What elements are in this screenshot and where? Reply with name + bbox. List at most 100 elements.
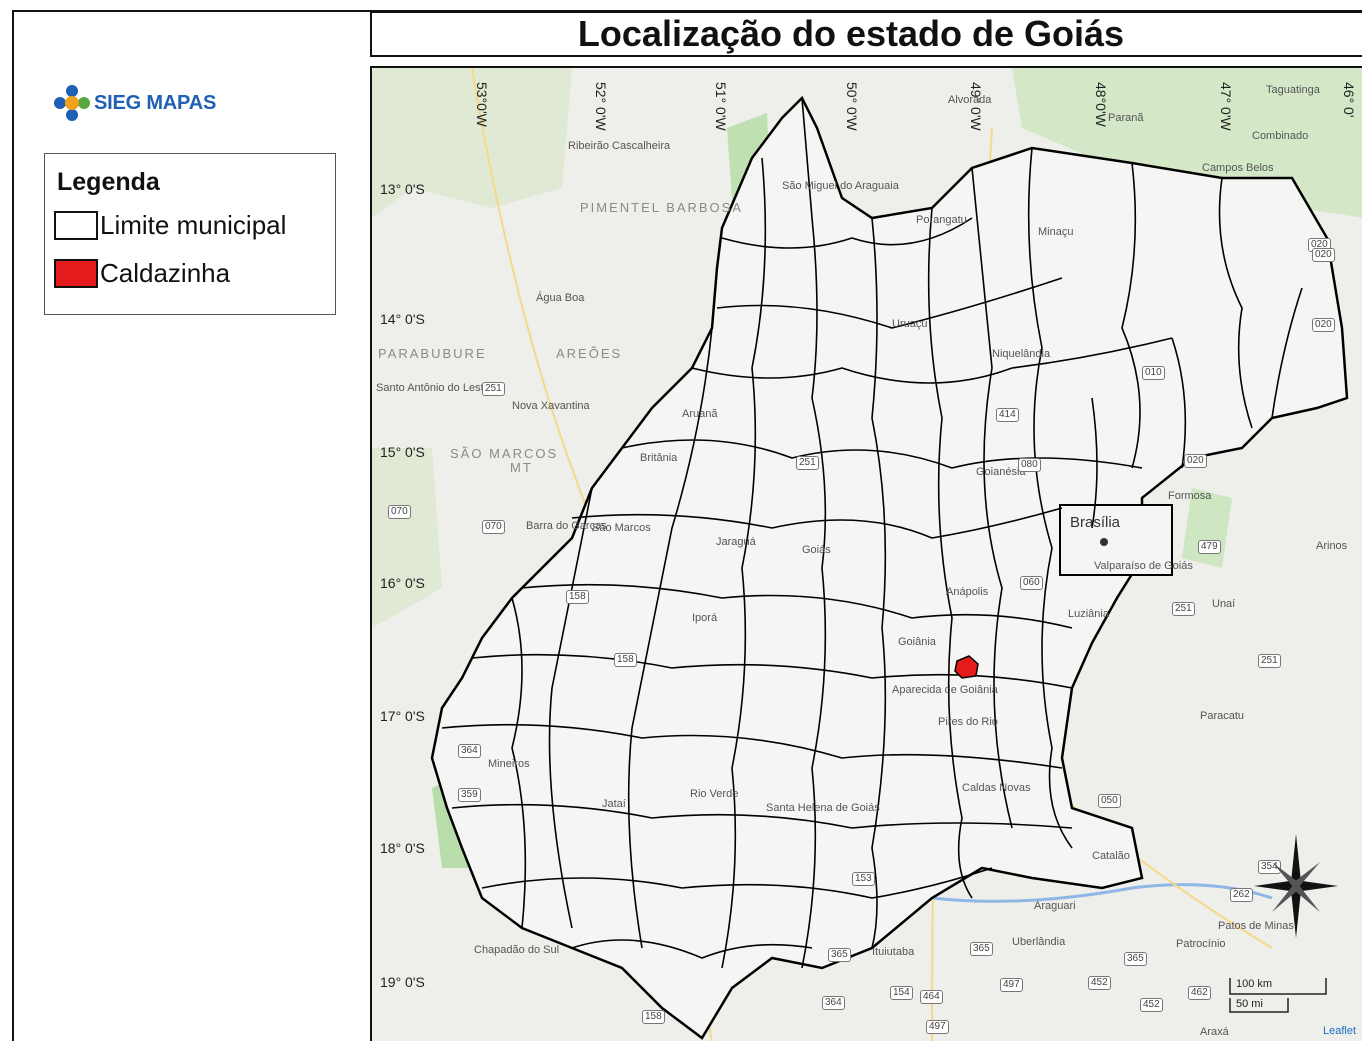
lat-label-17: 17° 0'S (380, 708, 425, 724)
road-shield: 154 (890, 986, 913, 1000)
lat-label-14: 14° 0'S (380, 311, 425, 327)
road-shield: 365 (1124, 952, 1147, 966)
place-label: Niquelândia (992, 348, 1051, 360)
lon-label-46: 46° 0' (1341, 82, 1357, 118)
road-shield: 010 (1142, 366, 1165, 380)
road-shield: 354 (1258, 860, 1281, 874)
road-shield: 251 (1258, 654, 1281, 668)
municipal-boundaries[interactable] (441, 97, 1303, 969)
map-panel[interactable]: 13° 0'S 14° 0'S 15° 0'S 16° 0'S 17° 0'S … (370, 66, 1362, 1041)
legend-swatch-caldazinha (54, 259, 98, 288)
road-shield: 251 (482, 382, 505, 396)
place-label: Santa Helena de Goiás (766, 802, 880, 814)
place-label: Minaçu (1038, 226, 1074, 238)
map-canvas[interactable] (372, 68, 1362, 1041)
green-area (372, 68, 572, 218)
road-shield: 020 (1312, 248, 1335, 262)
road-shield: 359 (458, 788, 481, 802)
sieg-logo: SIEG MAPAS (52, 83, 216, 123)
road-shield: 262 (1230, 888, 1253, 902)
place-label: Anápolis (946, 586, 989, 598)
lon-label-50: 50° 0'W (844, 82, 860, 131)
legend-item-limite: Limite municipal (54, 210, 286, 241)
place-label: São Miguel do Araguaia (782, 180, 899, 192)
place-label: Paranã (1108, 112, 1144, 124)
road-shield: 050 (1098, 794, 1121, 808)
road-shield: 080 (1018, 458, 1041, 472)
road-shield: 070 (388, 505, 411, 519)
place-label: Taguatinga (1266, 84, 1320, 96)
place-label: Aruanã (682, 408, 718, 420)
region-label: SÃO MARCOS (450, 446, 559, 461)
brasilia-marker (1100, 538, 1108, 546)
place-label: Jataí (602, 798, 626, 810)
road-shield: 452 (1140, 998, 1163, 1012)
legend-label-limite: Limite municipal (100, 210, 287, 240)
place-label: Mineiros (488, 758, 530, 770)
road-shield: 364 (458, 744, 481, 758)
place-label: Ribeirão Cascalheira (568, 140, 671, 152)
place-label: Água Boa (536, 292, 585, 304)
legend-item-caldazinha: Caldazinha (54, 258, 230, 289)
scale-km-label: 100 km (1236, 978, 1273, 990)
road-shield: 464 (920, 990, 943, 1004)
place-label: Ituiutaba (872, 946, 915, 958)
road-shield: 070 (482, 520, 505, 534)
caldazinha-highlight[interactable] (954, 655, 979, 679)
legend-title: Legenda (57, 168, 160, 196)
road-shield: 251 (796, 456, 819, 470)
place-label: Aparecida de Goiânia (892, 684, 998, 696)
place-label: Formosa (1168, 490, 1212, 502)
place-label: Caldas Novas (962, 782, 1031, 794)
place-label: Goiânia (898, 636, 936, 648)
road-shield: 364 (822, 996, 845, 1010)
road-shield: 497 (1000, 978, 1023, 992)
place-label: Valparaíso de Goiás (1094, 560, 1193, 572)
place-label: Santo Antônio do Leste (376, 382, 490, 394)
place-label: Uruaçu (892, 318, 928, 330)
lat-label-18: 18° 0'S (380, 840, 425, 856)
place-label: Britânia (640, 452, 678, 464)
logo-text: SIEG MAPAS (94, 91, 217, 114)
road-shield: 153 (852, 872, 875, 886)
place-label: Goiás (802, 544, 831, 556)
road-shield: 452 (1088, 976, 1111, 990)
map-scale: 100 km 50 mi (1228, 972, 1328, 1022)
road-shield: 158 (642, 1010, 665, 1024)
place-label: Goianésia (976, 466, 1026, 478)
road-shield: 365 (970, 942, 993, 956)
legend-label-caldazinha: Caldazinha (100, 258, 231, 288)
legend: Legenda Limite municipal Caldazinha (44, 153, 336, 315)
region-label: PARABUBURE (378, 346, 487, 361)
place-label: Araguari (1034, 900, 1076, 912)
distrito-federal-outline[interactable] (1059, 504, 1173, 576)
place-label: Pires do Rio (938, 716, 998, 728)
region-label: PIMENTEL BARBOSA (580, 200, 743, 215)
place-label: Patos de Minas (1218, 920, 1294, 932)
place-label: Barra do Garças (526, 520, 607, 532)
leaflet-attribution-link[interactable]: Leaflet (1322, 1025, 1356, 1037)
place-label: Rio Verde (690, 788, 739, 800)
place-label: Paracatu (1200, 710, 1245, 722)
place-label: Alvorada (948, 94, 992, 106)
lon-label-52: 52° 0'W (593, 82, 609, 131)
road-shield: 020 (1184, 454, 1207, 468)
legend-swatch-limite (54, 211, 98, 240)
goias-state-outline[interactable] (430, 95, 1349, 1040)
lat-label-19: 19° 0'S (380, 974, 425, 990)
river (931, 883, 1273, 903)
road-shield: 414 (996, 408, 1019, 422)
road-shield: 158 (566, 590, 589, 604)
place-label: Campos Belos (1202, 162, 1274, 174)
place-label: Chapadão do Sul (474, 944, 560, 956)
scale-bar (1229, 978, 1327, 1013)
road-shield: 020 (1312, 318, 1335, 332)
compass-rose-icon (1254, 834, 1338, 938)
scale-mi-label: 50 mi (1236, 998, 1263, 1010)
region-label: AREÕES (556, 346, 623, 361)
place-label: Arinos (1316, 540, 1348, 552)
lat-label-16: 16° 0'S (380, 575, 425, 591)
place-label: Jaraguá (716, 536, 756, 548)
map-title: Localização do estado de Goiás (577, 13, 1125, 54)
place-label: Unaí (1212, 598, 1236, 610)
